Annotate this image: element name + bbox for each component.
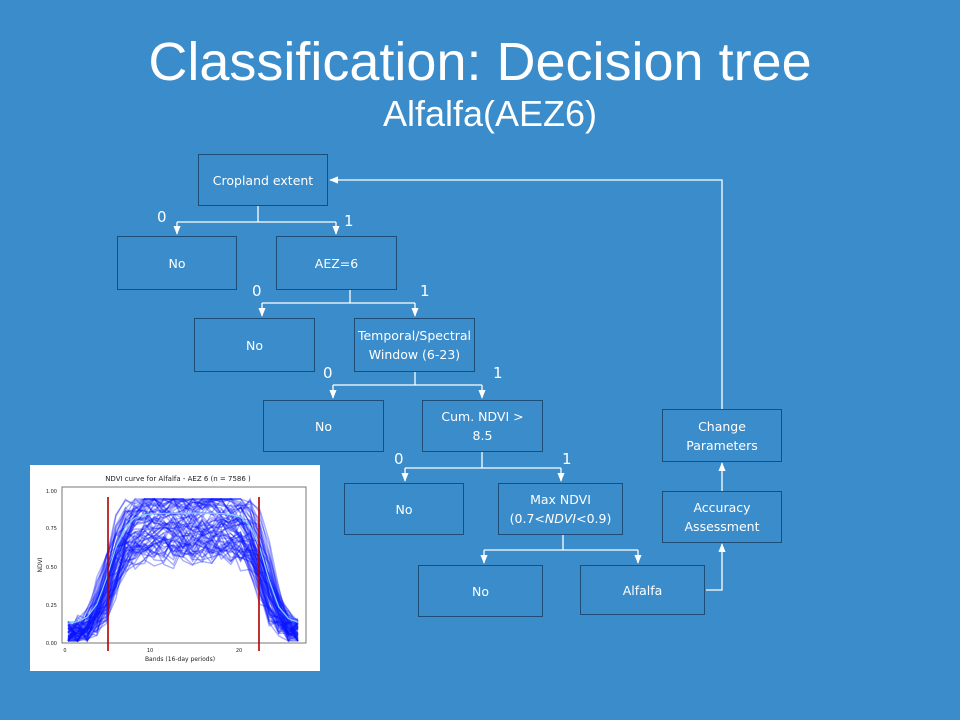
slide-title: Classification: Decision tree (148, 32, 812, 92)
x-ticks: 0 10 20 (63, 648, 242, 654)
node-label: No (246, 337, 263, 353)
node-cropland-extent: Cropland extent (198, 154, 328, 206)
branch-label-0: 0 (157, 208, 167, 226)
arrow-to-accuracy (706, 543, 726, 591)
node-label-line2: 8.5 (472, 428, 493, 443)
node-label-line1: Max NDVI (530, 492, 591, 507)
branch-label-0: 0 (252, 282, 262, 300)
y-tick: 0.00 (46, 641, 57, 647)
node-alfalfa: Alfalfa (580, 565, 705, 615)
node-aez6: AEZ=6 (276, 236, 397, 290)
ndvi-curves (67, 497, 299, 643)
node-label: AEZ=6 (314, 255, 359, 271)
node-accuracy-assessment: Accuracy Assessment (662, 491, 782, 543)
branch-label-1: 1 (420, 282, 430, 300)
ndvi-plot: NDVI curve for Alfalfa - AEZ 6 (n = 7586… (37, 475, 307, 663)
text-segment: (0.7< (509, 511, 545, 526)
y-axis-label: NDVI (37, 557, 44, 572)
node-label: Cropland extent (212, 172, 314, 188)
plot-title: NDVI curve for Alfalfa - AEZ 6 (n = 7586… (105, 475, 251, 483)
node-no: No (344, 483, 464, 535)
node-no: No (263, 400, 384, 452)
y-tick: 0.75 (46, 526, 57, 532)
node-label-line1: Change (698, 418, 746, 434)
node-no: No (194, 318, 315, 372)
node-cum-ndvi: Cum. NDVI > 8.5 (422, 400, 543, 452)
text-segment-italic: NDVI (544, 511, 577, 526)
node-no: No (117, 236, 237, 290)
ndvi-plot-image: NDVI curve for Alfalfa - AEZ 6 (n = 7586… (30, 465, 320, 671)
text-segment: <0.9) (576, 511, 612, 526)
y-ticks: 0.00 0.25 0.50 0.75 1.00 (46, 489, 57, 647)
node-label-line2: Parameters (686, 437, 758, 453)
x-tick: 10 (147, 648, 153, 654)
plot-frame (61, 486, 307, 644)
node-temporal-spectral-window: Temporal/Spectral Window (6-23) (354, 318, 475, 372)
x-tick: 0 (63, 648, 66, 654)
node-max-ndvi: Max NDVI (0.7<NDVI<0.9) (498, 483, 623, 535)
y-tick: 0.25 (46, 603, 57, 609)
node-label-line1: Cum. NDVI > (441, 409, 524, 424)
node-label-line2: (0.7<NDVI<0.9) (510, 509, 612, 528)
branch-label-0: 0 (323, 364, 333, 382)
arrow-loop-back (329, 176, 723, 409)
slide-subtitle: Alfalfa(AEZ6) (382, 93, 598, 134)
branch-label-1: 1 (344, 212, 354, 230)
node-label: No (472, 583, 489, 599)
branch-label-1: 1 (562, 450, 572, 468)
branch-label-0: 0 (394, 450, 404, 468)
node-no: No (418, 565, 543, 617)
branch-label-1: 1 (493, 364, 503, 382)
node-label: No (168, 255, 186, 271)
node-label: Alfalfa (622, 582, 663, 598)
y-tick: 1.00 (46, 489, 57, 495)
node-label-line2: Window (6-23) (368, 347, 461, 362)
node-label-line1: Accuracy (693, 500, 751, 515)
node-label-line1: Temporal/Spectral (357, 328, 472, 343)
x-tick: 20 (236, 648, 242, 654)
node-change-parameters: Change Parameters (662, 409, 782, 462)
y-tick: 0.50 (46, 565, 57, 571)
node-label-line2: Assessment (684, 519, 760, 534)
x-axis-label: Bands (16-day periods) (145, 656, 215, 663)
node-label: No (395, 501, 413, 517)
node-label: No (315, 418, 332, 434)
